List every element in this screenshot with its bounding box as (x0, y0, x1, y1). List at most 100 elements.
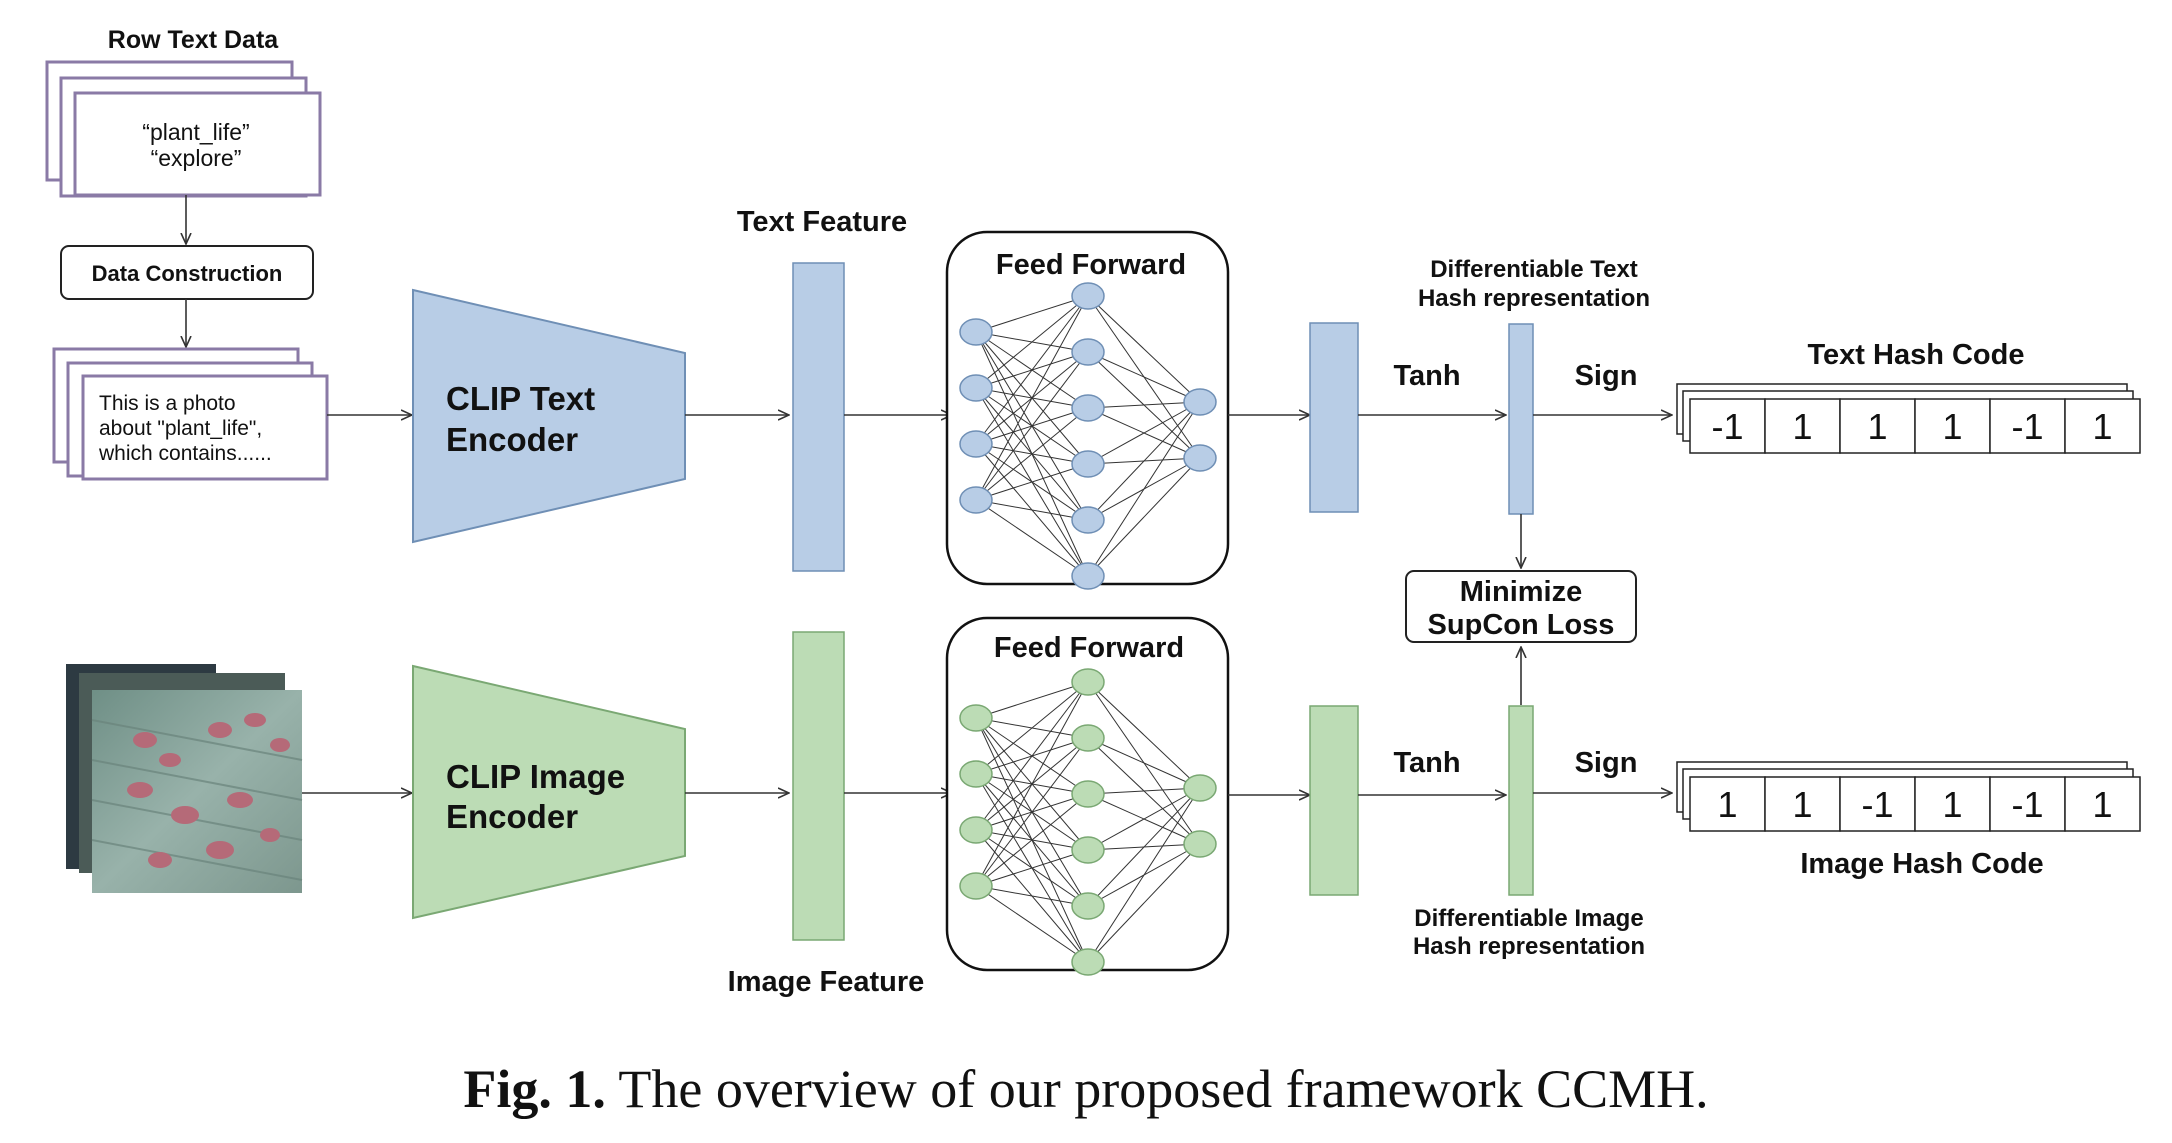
text-hash-code-title: Text Hash Code (1807, 339, 2024, 371)
text-diff-line-1: Differentiable Text (1430, 256, 1638, 283)
image-encoder-line-2: Encoder (446, 798, 578, 835)
prompt-line-2: about "plant_life", (99, 417, 262, 440)
ff-connection (975, 295, 1089, 389)
ff-connection (975, 295, 1089, 333)
image-hash-code: 1 1 -1 1 -1 1 (1676, 761, 2141, 832)
ff-connection (975, 351, 1089, 501)
loss-line-1: Minimize (1460, 576, 1582, 608)
data-construction-box: Data Construction (60, 245, 314, 300)
text-hash-value: 1 (1867, 406, 1887, 447)
text-hash-cell (1989, 398, 2066, 454)
ff-connection (1087, 787, 1201, 963)
raw-text-line-2: “explore” (151, 145, 242, 171)
text-diff-line-2: Hash representation (1418, 285, 1650, 312)
ff-connection (975, 295, 1089, 501)
ff-connection (1087, 457, 1201, 577)
text-hash-cell (1839, 398, 1916, 454)
clip-text-encoder: CLIP Text Encoder (412, 288, 686, 544)
ff-neuron (959, 760, 993, 788)
ff-connection (1087, 681, 1201, 789)
text-hash-value: -1 (2011, 406, 2043, 447)
ff-connection (1087, 401, 1201, 577)
image-diff-hash-bar (1508, 705, 1534, 896)
text-feature-label: Text Feature (737, 206, 907, 238)
ff-connection (975, 737, 1089, 887)
ff-connection (1087, 295, 1201, 403)
image-tanh-label: Tanh (1393, 747, 1460, 779)
ff-connection (1087, 351, 1201, 403)
ff-neuron (959, 704, 993, 732)
data-construction-label: Data Construction (92, 261, 283, 286)
text-hash-cell (1764, 398, 1841, 454)
text-hash-cell (1914, 398, 1991, 454)
ff-neuron (1071, 450, 1105, 478)
input-image-stack (66, 664, 303, 893)
ff-connection (975, 295, 1089, 445)
loss-line-2: SupCon Loss (1428, 609, 1615, 641)
image-ff-network (959, 668, 1217, 976)
ff-neuron (959, 430, 993, 458)
ff-neuron (1071, 948, 1105, 976)
ff-neuron (1071, 780, 1105, 808)
ff-neuron (1071, 892, 1105, 920)
ff-neuron (1071, 668, 1105, 696)
caption-prefix: Fig. 1. (463, 1059, 606, 1119)
image-hash-value: -1 (2011, 784, 2043, 825)
image-hash-value: 1 (1792, 784, 1812, 825)
ff-connection (975, 681, 1089, 831)
image-hash-value: 1 (2092, 784, 2112, 825)
image-hash-value: -1 (1861, 784, 1893, 825)
ff-connection (975, 407, 1089, 501)
image-hash-cell (2064, 776, 2141, 832)
ff-neuron (959, 318, 993, 346)
ff-neuron (1183, 388, 1217, 416)
raw-text-line-1: “plant_life” (142, 119, 249, 145)
text-hash-value: -1 (1711, 406, 1743, 447)
image-sign-label: Sign (1575, 747, 1638, 779)
ff-neuron (1183, 774, 1217, 802)
ff-connection (1087, 787, 1201, 907)
clip-image-encoder: CLIP Image Encoder (412, 664, 686, 920)
ff-connection (975, 885, 1089, 963)
ff-neuron (959, 872, 993, 900)
ff-connection (1087, 787, 1201, 851)
ff-neuron (959, 374, 993, 402)
image-hash-value: 1 (1942, 784, 1962, 825)
image-feature-label: Image Feature (728, 966, 925, 998)
image-hash-cell (1689, 776, 1766, 832)
image-diff-line-2: Hash representation (1413, 933, 1645, 960)
ff-connection (1087, 401, 1201, 409)
image-feature-bar (792, 631, 845, 941)
supcon-loss-box: Minimize SupCon Loss (1405, 570, 1637, 643)
ff-connection (975, 463, 1089, 501)
ff-neuron (959, 486, 993, 514)
ff-connection (1087, 401, 1201, 465)
ff-connection (975, 793, 1089, 887)
ff-connection (1087, 737, 1201, 789)
image-encoder-line-1: CLIP Image (446, 758, 625, 795)
ff-connection (975, 681, 1089, 887)
prompt-line-3: which contains...... (98, 442, 272, 465)
text-tanh-label: Tanh (1393, 360, 1460, 392)
image-hash-cell (1839, 776, 1916, 832)
image-hash-value: 1 (1717, 784, 1737, 825)
ff-connection (975, 681, 1089, 719)
text-encoder-line-2: Encoder (446, 421, 578, 458)
ff-neuron (1071, 836, 1105, 864)
ff-neuron (1183, 444, 1217, 472)
ff-neuron (1071, 506, 1105, 534)
ff-connection (975, 885, 1089, 907)
text-pre-hash-bar (1309, 322, 1359, 513)
image-ff-label: Feed Forward (994, 632, 1184, 664)
text-hash-cell (2064, 398, 2141, 454)
image-feed-forward-box: Feed Forward (945, 616, 1230, 976)
prompt-line-1: This is a photo (99, 392, 236, 415)
text-ff-label: Feed Forward (996, 249, 1186, 281)
ff-connection (975, 499, 1089, 521)
ff-neuron (1071, 338, 1105, 366)
text-encoder-line-1: CLIP Text (446, 380, 595, 417)
ff-connection (1087, 787, 1201, 795)
text-hash-value: 1 (2092, 406, 2112, 447)
raw-text-title: Row Text Data (108, 26, 279, 54)
